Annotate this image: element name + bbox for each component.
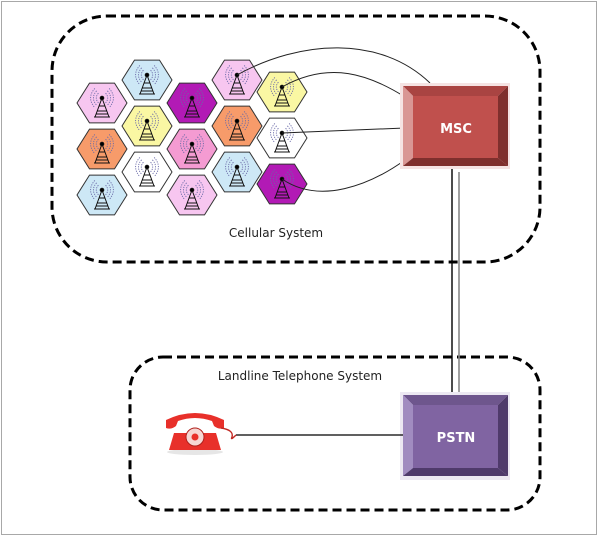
link-cell-3-0-to-msc bbox=[236, 47, 431, 84]
msc-bevel-bottom bbox=[403, 158, 508, 166]
link-cell-4-1-to-msc bbox=[281, 127, 406, 134]
cell-2-1 bbox=[166, 128, 218, 170]
cell-0-2 bbox=[76, 174, 128, 216]
cell-hexagon bbox=[256, 163, 308, 205]
msc-face bbox=[413, 96, 498, 158]
pstn-bevel-left bbox=[403, 395, 413, 476]
cell-tower-icon bbox=[90, 180, 114, 210]
cell-2-0 bbox=[166, 82, 218, 124]
cell-4-2 bbox=[256, 163, 308, 205]
cell-hexagon bbox=[211, 151, 263, 193]
msc-node[interactable]: MSC bbox=[400, 83, 510, 169]
cell-1-1 bbox=[121, 105, 173, 147]
cell-tower-icon bbox=[135, 65, 159, 95]
cell-hexagon bbox=[166, 82, 218, 124]
msc-label: MSC bbox=[440, 122, 472, 137]
cell-tower-icon bbox=[225, 65, 249, 95]
cell-0-0 bbox=[76, 82, 128, 124]
msc-bevel-left bbox=[403, 86, 413, 166]
pstn-label: PSTN bbox=[437, 431, 476, 446]
cellular-system-boundary bbox=[50, 14, 542, 264]
cell-hexagon bbox=[256, 117, 308, 159]
pstn-bevel-bottom bbox=[403, 468, 508, 476]
cell-0-1 bbox=[76, 128, 128, 170]
cell-hexagon bbox=[166, 128, 218, 170]
cell-1-2 bbox=[121, 151, 173, 193]
cell-hexagon bbox=[121, 59, 173, 101]
cell-tower-icon bbox=[270, 77, 294, 107]
cell-hexagon bbox=[76, 128, 128, 170]
pstn-bevel-top bbox=[403, 395, 508, 405]
cell-hexagon bbox=[211, 105, 263, 147]
cell-tower-icon bbox=[225, 111, 249, 141]
pstn-face bbox=[413, 405, 498, 468]
link-cell-4-0-to-msc bbox=[281, 72, 406, 98]
link-cell-4-2-to-msc bbox=[281, 159, 406, 192]
cell-grid bbox=[76, 59, 308, 216]
cell-tower-icon bbox=[180, 180, 204, 210]
pstn-bevel-right bbox=[498, 395, 508, 476]
cell-hexagon bbox=[211, 59, 263, 101]
cell-tower-icon bbox=[90, 134, 114, 164]
cell-tower-icon bbox=[225, 157, 249, 187]
msc-bevel-right bbox=[498, 86, 508, 166]
cell-tower-icon bbox=[90, 88, 114, 118]
cell-tower-icon bbox=[270, 169, 294, 199]
landline-system-boundary bbox=[128, 355, 542, 512]
links bbox=[236, 47, 431, 192]
cell-tower-icon bbox=[135, 157, 159, 187]
telephone-icon[interactable] bbox=[166, 413, 237, 455]
cell-hexagon bbox=[121, 151, 173, 193]
cell-tower-icon bbox=[135, 111, 159, 141]
cell-2-2 bbox=[166, 174, 218, 216]
cell-3-1 bbox=[211, 105, 263, 147]
cell-1-0 bbox=[121, 59, 173, 101]
cell-3-2 bbox=[211, 151, 263, 193]
cellular-system-label: Cellular System bbox=[229, 226, 323, 240]
cell-tower-icon bbox=[180, 134, 204, 164]
cell-hexagon bbox=[121, 105, 173, 147]
cell-hexagon bbox=[76, 174, 128, 216]
pstn-node[interactable]: PSTN bbox=[400, 392, 510, 480]
cell-3-0 bbox=[211, 59, 263, 101]
cell-tower-icon bbox=[180, 88, 204, 118]
cell-hexagon bbox=[256, 71, 308, 113]
cell-4-0 bbox=[256, 71, 308, 113]
msc-bevel-top bbox=[403, 86, 508, 96]
cell-hexagon bbox=[166, 174, 218, 216]
cell-hexagon bbox=[76, 82, 128, 124]
landline-system-label: Landline Telephone System bbox=[218, 369, 382, 383]
cell-4-1 bbox=[256, 117, 308, 159]
